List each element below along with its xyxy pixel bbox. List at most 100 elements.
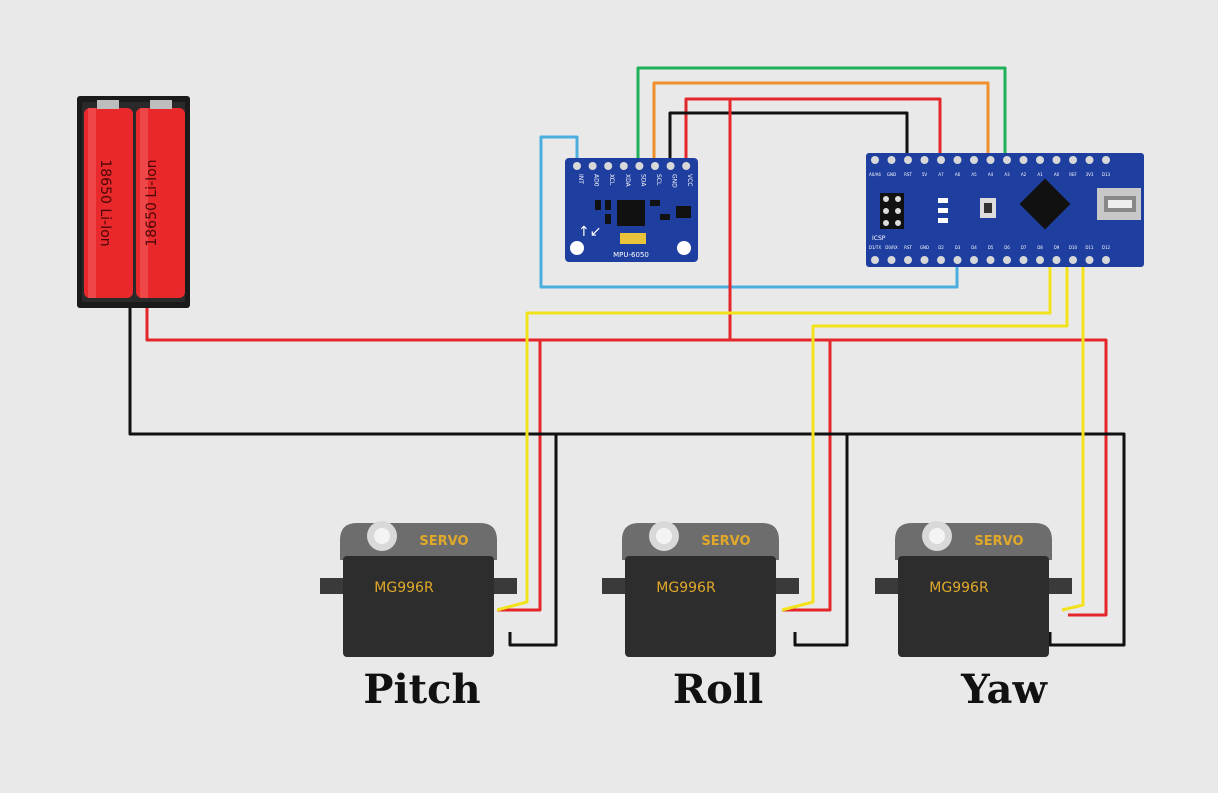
mcu-bottom-pin-label: D4	[971, 245, 977, 250]
imu-pin-xcl	[604, 162, 613, 170]
mcu-top-pin	[1003, 156, 1011, 164]
imu-pin-gnd	[666, 162, 675, 170]
mcu-bottom-pin-label: D11	[1085, 245, 1094, 250]
mcu-bottom-pin	[953, 256, 962, 264]
sda-wire	[636, 66, 1007, 160]
mcu-top-pin	[871, 156, 879, 164]
yaw-caption: Yaw	[961, 666, 1047, 713]
pitch-signal-wire	[496, 262, 1052, 612]
mcu-top-pin-label: A4	[988, 172, 994, 177]
mcu-top-pin	[1102, 156, 1110, 164]
roll-signal-wire	[781, 262, 1069, 612]
gnd-imu-wire	[668, 111, 909, 160]
imu-pin-xda	[619, 162, 628, 170]
mcu-bottom-pin-label: D1/TX	[869, 245, 881, 250]
mcu-bottom-pin	[1019, 256, 1028, 264]
mcu-top-pin	[1085, 156, 1094, 164]
servo-model-label: MG996R	[929, 580, 989, 596]
mcu-top-pin	[1036, 156, 1044, 164]
mcu-bottom-pin	[1003, 256, 1011, 264]
mcu-bottom-pin	[1085, 256, 1094, 264]
pitch-power-wire	[497, 340, 542, 612]
ground-bus-wire	[128, 300, 1126, 647]
mcu-bottom-pin-label: D7	[1021, 245, 1027, 250]
usb-port	[1097, 188, 1141, 220]
mcu-bottom-pin	[970, 256, 978, 264]
mcu-bottom-pin	[1069, 256, 1077, 264]
mcu-bottom-pin-label: D5	[988, 245, 994, 250]
servo-model-label: MG996R	[656, 580, 716, 596]
battery-cell-1	[84, 108, 133, 298]
mcu-top-pin	[1052, 156, 1061, 164]
mcu-bottom-pin-label: D0/RX	[885, 245, 898, 250]
imu-pin-label: VCC	[686, 174, 693, 186]
pitch-ground-wire	[508, 434, 558, 647]
mcu-top-pin-label: REF	[1069, 172, 1077, 177]
mcu-bottom-pin	[986, 256, 995, 264]
imu-pin-label: XDA	[624, 174, 631, 188]
mcu-top-pin-label: A1	[1037, 172, 1043, 177]
mcu-top-pin-label: A7	[938, 172, 944, 177]
mcu-top-pin	[920, 156, 929, 164]
imu-pin-sda	[635, 162, 644, 170]
mcu-top-pin-label: A0	[1054, 172, 1060, 177]
mcu-top-pin	[970, 156, 978, 164]
mcu-bottom-pin	[1036, 256, 1044, 264]
mcu-bottom-pin	[871, 256, 879, 264]
imu-pin-label: INT	[577, 174, 584, 184]
mcu-top-pin	[937, 156, 945, 164]
mcu-top-pin-label: D13	[1102, 172, 1111, 177]
mcu-top-pin-label: RST	[904, 172, 912, 177]
mcu-bottom-pin-label: D9	[1054, 245, 1060, 250]
servo-brand-label: SERVO	[419, 534, 468, 549]
mcu-bottom-pin-label: RST	[904, 245, 912, 250]
mcu-bottom-pin-label: D8	[1037, 245, 1043, 250]
mcu-bottom-pin-label: D3	[955, 245, 961, 250]
imu-pin-int	[573, 162, 581, 170]
mcu-top-pin-label: 3V3	[1086, 172, 1094, 177]
mcu-top-pin-label: A6	[955, 172, 961, 177]
mcu-bottom-pin	[1102, 256, 1110, 264]
battery-cell-2-label: 18650 Li-Ion	[144, 159, 160, 246]
mcu-bottom-pin-label: D10	[1069, 245, 1078, 250]
imu-pin-ad0	[588, 162, 597, 170]
mcu-top-pin-label: GND	[887, 172, 896, 177]
mcu-bottom-pin	[1052, 256, 1061, 264]
scl-wire	[652, 81, 990, 160]
mcu-top-pin-label: 5V	[922, 172, 928, 177]
mcu-bottom-pin	[937, 256, 945, 264]
mcu-bottom-pin-label: D2	[938, 245, 944, 250]
mcu-bottom-pin-label: GND	[920, 245, 929, 250]
mcu-top-pin	[1069, 156, 1077, 164]
imu-chip	[617, 200, 645, 226]
imu-pin-label: XCL	[608, 174, 615, 186]
mcu-top-pin-label: A3	[1004, 172, 1010, 177]
imu-axis-icon: ↑↙	[578, 224, 601, 240]
wires	[128, 66, 1126, 647]
battery-cell-2	[136, 108, 185, 298]
mcu-top-pin	[904, 156, 912, 164]
mcu-top-pin-label: A2	[1021, 172, 1027, 177]
mcu-chip	[1019, 178, 1071, 230]
mcu-bottom-pin-label: D6	[1004, 245, 1010, 250]
mcu-bottom-pin	[904, 256, 912, 264]
imu-pin-label: SCL	[655, 174, 662, 186]
imu-pin-scl	[651, 162, 659, 170]
battery-holder: 18650 Li-Ion 18650 Li-Ion	[77, 96, 190, 308]
imu-crystal	[620, 233, 646, 244]
mcu-bottom-pin	[920, 256, 929, 264]
mcu-top-pin-label: A5	[971, 172, 977, 177]
power-bus-wire	[145, 300, 1108, 617]
imu-pin-label: GND	[671, 174, 678, 188]
vcc-imu-wire	[684, 97, 942, 160]
